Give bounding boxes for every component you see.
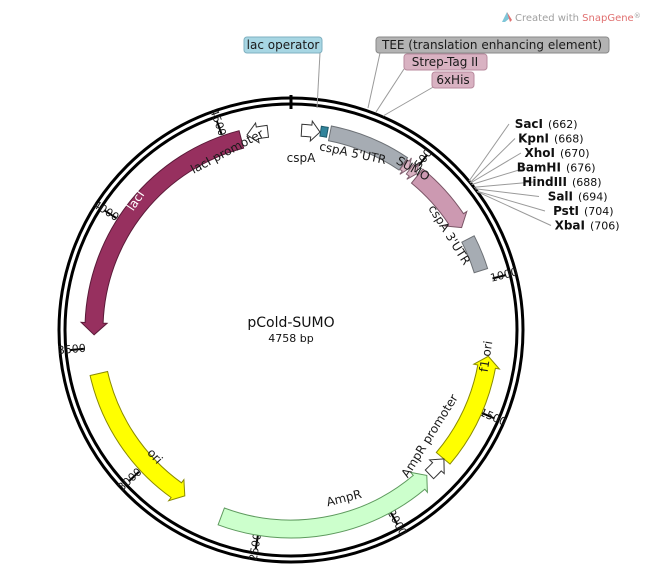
laci-arrow (79, 130, 245, 336)
f1-ori-label: f1 ori (477, 340, 496, 373)
tick-label-1000: 1000 (489, 265, 519, 285)
strep-tag-label: Strep-Tag II (375, 53, 488, 113)
site-name-6: PstI (553, 204, 579, 218)
site-pos-6: (704) (584, 205, 614, 218)
his-tag-text: 6xHis (436, 73, 469, 87)
cspa-3utr-box (461, 235, 489, 274)
lac-operator-text: lac operator (247, 38, 320, 52)
site-pos-0: (662) (548, 118, 578, 131)
snapgene-watermark: Created with SnapGene® (502, 12, 641, 24)
f1-ori-arrow (435, 355, 501, 465)
site-leader-1 (469, 138, 516, 183)
site-pos-4: (688) (572, 176, 602, 189)
cspa-5utr-box (327, 125, 409, 171)
tick-mark-2000 (389, 512, 399, 526)
site-name-7: XbaI (555, 219, 585, 233)
site-leader-0 (468, 123, 510, 182)
tee-text: TEE (translation enhancing element) (381, 38, 602, 52)
sumo-arrow (410, 168, 468, 229)
tick-mark-1000 (492, 274, 507, 280)
laci-promoter-arrow (246, 121, 270, 144)
site-leader-7 (477, 191, 552, 226)
lac-operator-label: lac operator (243, 36, 323, 109)
site-leader-2 (470, 152, 522, 184)
tee-label: TEE (translation enhancing element) (367, 36, 610, 109)
tick-mark-3500 (69, 347, 84, 352)
site-name-5: SalI (548, 190, 573, 204)
site-pos-7: (706) (590, 220, 620, 233)
site-leader-5 (475, 188, 540, 197)
strep-tag-arrow (399, 157, 412, 175)
site-leader-6 (476, 190, 546, 212)
snapgene-logo-icon (502, 12, 512, 22)
tick-label-4500: 4500 (207, 107, 229, 138)
site-name-3: BamHI (517, 161, 561, 175)
tick-label-3500: 3500 (57, 342, 86, 357)
site-name-1: KpnI (518, 132, 549, 146)
tick-label-2500: 2500 (247, 532, 264, 562)
cspa-promoter-arrow (300, 119, 321, 143)
svg-text:Created with SnapGene®: Created with SnapGene® (515, 12, 641, 24)
backbone (57, 95, 525, 564)
tick-mark-3000 (128, 471, 140, 483)
tick-mark-2500 (254, 535, 259, 550)
his-tag-arrow (405, 163, 420, 180)
site-leader-4 (473, 181, 534, 188)
tick-mark-1500 (481, 411, 496, 420)
watermark-brand: SnapGene (582, 13, 634, 24)
ori-arrow (89, 370, 186, 502)
features (79, 119, 501, 539)
watermark-prefix: Created with (515, 13, 582, 24)
cspa-label: cspA (287, 151, 316, 165)
ampr-arrow (217, 471, 428, 539)
site-pos-2: (670) (560, 147, 590, 160)
ampr-promoter-arrow (424, 458, 445, 480)
plasmid-name: pCold-SUMO (247, 315, 334, 331)
tick-mark-4000 (103, 209, 117, 219)
tick-mark-4500 (215, 120, 223, 135)
plasmid-length: 4758 bp (268, 332, 313, 345)
site-name-2: XhoI (525, 146, 556, 160)
site-pos-1: (668) (554, 133, 584, 146)
site-pos-3: (676) (566, 162, 596, 175)
watermark-suffix: ® (634, 12, 641, 20)
site-name-0: SacI (515, 117, 543, 131)
restriction-sites: SacI (662)KpnI (668)XhoI (670)BamHI (676)Hin… (468, 117, 620, 233)
site-leader-3 (471, 167, 528, 185)
site-name-4: HindIII (522, 175, 567, 189)
site-pos-5: (694) (578, 191, 608, 204)
tick-mark-500 (417, 154, 428, 167)
his-tag-label: 6xHis (382, 71, 475, 117)
ampr-label: AmpR (325, 487, 363, 509)
strep-tag-text: Strep-Tag II (412, 55, 478, 69)
lac-operator-mark (319, 125, 329, 138)
